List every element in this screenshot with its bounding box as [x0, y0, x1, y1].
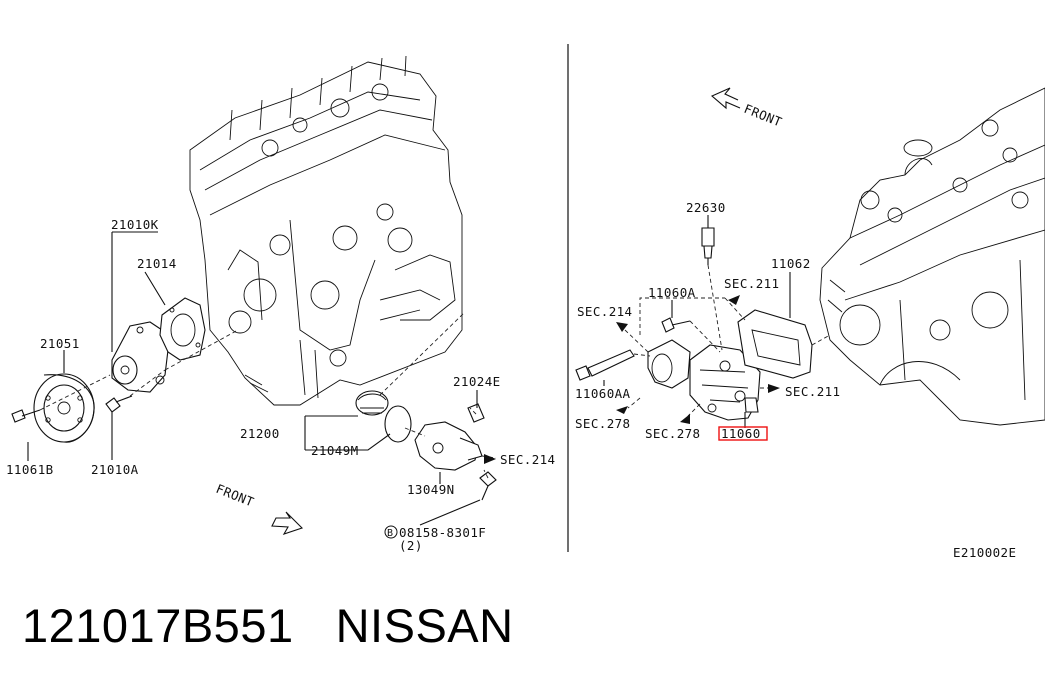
bolt-11060AA	[575, 349, 635, 381]
callout-qty: (2)	[399, 538, 423, 553]
bolt-type-letter: B	[387, 528, 393, 539]
callout-11062: 11062	[771, 256, 811, 271]
bolt-21010A	[105, 395, 133, 413]
callout-sec211-top: SEC.211	[724, 276, 779, 291]
callout-lines-left	[27, 231, 481, 526]
front-arrow-right	[710, 87, 741, 110]
thermostat-21200	[355, 390, 389, 416]
part-number: 121017B551	[22, 599, 294, 652]
highlight-11060	[718, 426, 768, 441]
sec-arrows-right	[616, 295, 780, 424]
callout-sec214-right: SEC.214	[577, 304, 632, 319]
callout-11061B: 11061B	[6, 462, 54, 477]
callout-11060: 11060	[721, 426, 761, 441]
engine-block-left	[189, 55, 463, 406]
brand-name: NISSAN	[335, 599, 514, 652]
bolt-11060A	[661, 317, 691, 333]
seal-ring-21049M	[384, 405, 412, 443]
callout-22630: 22630	[686, 200, 726, 215]
callout-21024E: 21024E	[453, 374, 501, 389]
diagram-code: E210002E	[953, 545, 1016, 560]
bolt-11061B	[11, 409, 41, 423]
callout-11060A: 11060A	[648, 285, 696, 300]
callout-21010K: 21010K	[111, 217, 159, 232]
gasket-11062	[737, 309, 813, 379]
thermostat-housing-13049N	[414, 403, 497, 501]
callout-21014: 21014	[137, 256, 177, 271]
leaders-right	[624, 264, 831, 417]
callout-sec278-left: SEC.278	[575, 416, 630, 431]
front-label-left: FRONT	[214, 481, 256, 510]
callout-21200: 21200	[240, 426, 280, 441]
callout-11060AA: 11060AA	[575, 386, 631, 401]
water-outlet-11060	[647, 339, 761, 421]
footer-caption: 121017B551 NISSAN	[22, 598, 556, 653]
callout-sec278-right: SEC.278	[645, 426, 700, 441]
bolt-type-circle	[384, 525, 398, 539]
callout-21049M: 21049M	[311, 443, 359, 458]
callout-sec214-left: SEC.214	[500, 452, 555, 467]
callout-08158-8301F: 08158-8301F	[399, 525, 486, 540]
front-arrow-left	[271, 511, 304, 535]
arrow-sec214-left	[484, 454, 496, 464]
gasket-21014	[159, 297, 206, 361]
water-pump-21010K	[111, 321, 169, 393]
callout-21051: 21051	[40, 336, 80, 351]
callout-13049N: 13049N	[407, 482, 455, 497]
callout-21010A: 21010A	[91, 462, 139, 477]
engine-block-right	[819, 87, 1045, 426]
front-label-right: FRONT	[742, 101, 784, 130]
temp-sensor-22630	[701, 227, 715, 265]
callout-sec211-right: SEC.211	[785, 384, 840, 399]
callout-lines-right	[603, 215, 791, 428]
